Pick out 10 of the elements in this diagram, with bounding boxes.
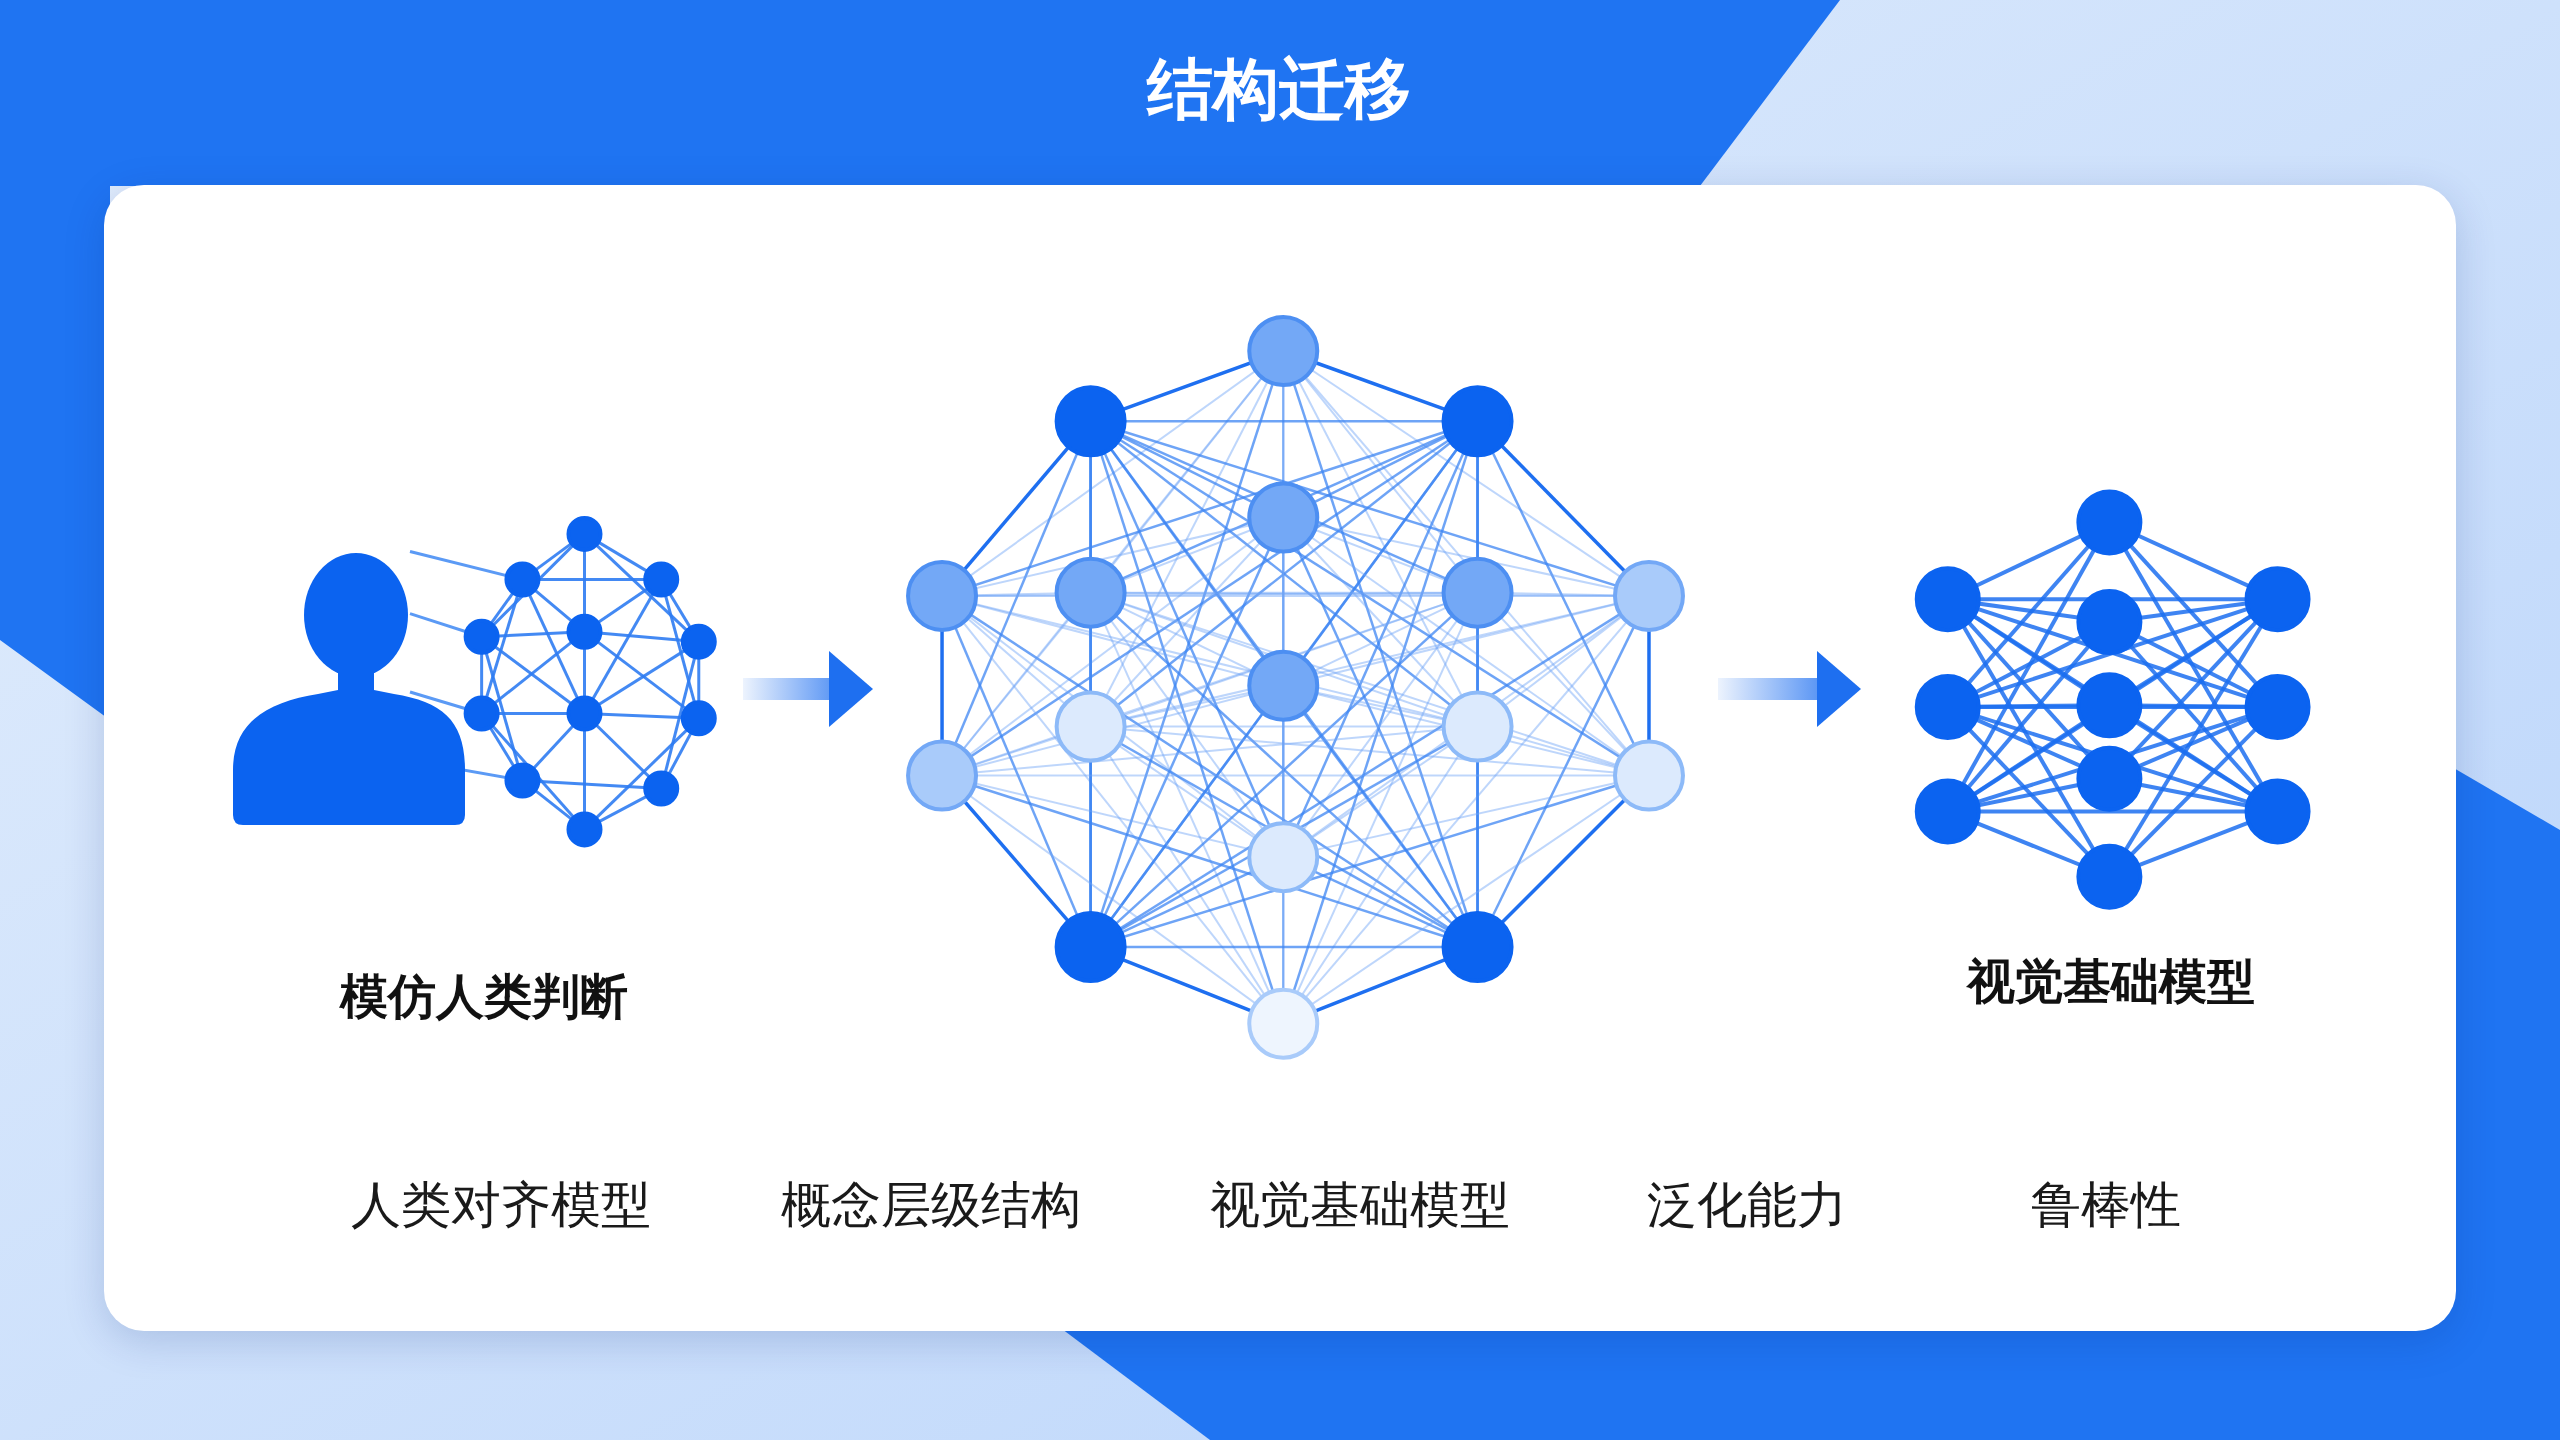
arrow bbox=[743, 651, 873, 727]
node-label: 模仿人类判断 bbox=[338, 967, 629, 1026]
keyword-label: 人类对齐模型 bbox=[351, 1175, 651, 1236]
keyword-label: 泛化能力 bbox=[1647, 1175, 1847, 1236]
keyword-label: 鲁棒性 bbox=[2031, 1175, 2181, 1236]
title: 结构迁移 bbox=[1147, 50, 1411, 130]
arrow bbox=[1718, 651, 1861, 727]
node-label: 视觉基础模型 bbox=[1965, 952, 2256, 1011]
keyword-label: 概念层级结构 bbox=[781, 1175, 1081, 1236]
keyword-label: 视觉基础模型 bbox=[1210, 1175, 1510, 1236]
